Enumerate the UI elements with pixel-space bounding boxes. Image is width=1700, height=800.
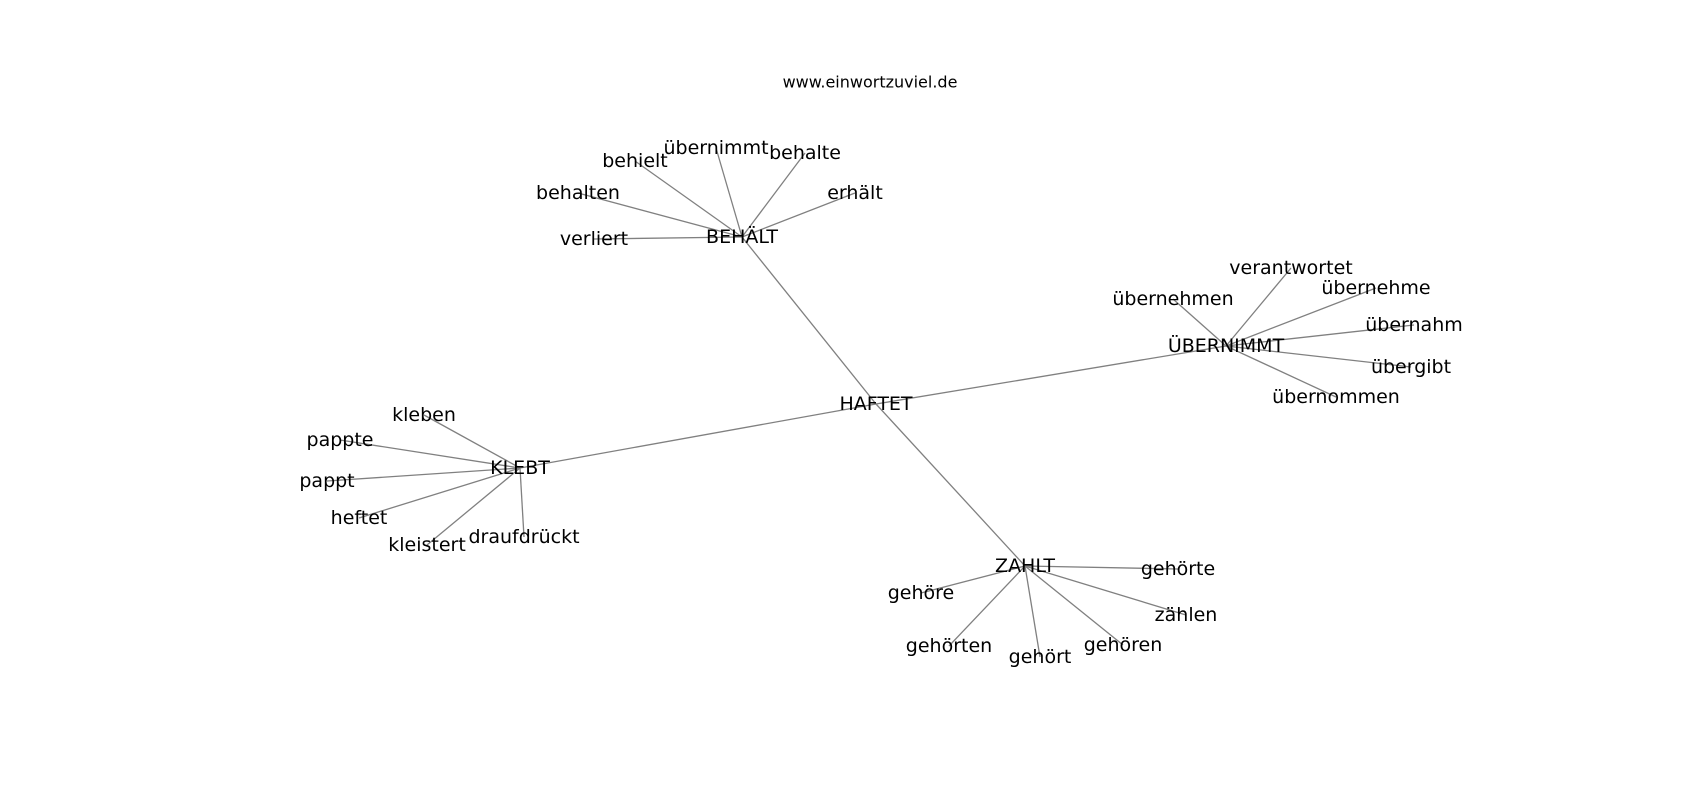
leaf-node-pappte: pappte	[307, 429, 374, 451]
center-node-haftet: HAFTET	[839, 393, 912, 415]
leaf-node-uebernehmen: übernehmen	[1112, 288, 1233, 310]
edge-klebt-pappte	[339, 439, 521, 469]
leaf-node-kleistert: kleistert	[388, 534, 466, 556]
leaf-node-verantwortet: verantwortet	[1229, 257, 1352, 279]
site-title: www.einwortzuviel.de	[783, 73, 958, 92]
leaf-node-uebernommen: übernommen	[1272, 386, 1400, 408]
leaf-node-gehoerte: gehörte	[1141, 558, 1215, 580]
edge-zahlt-gehoere	[920, 565, 1026, 594]
leaf-node-behalten: behalten	[536, 182, 620, 204]
hub-node-zahlt: ZAHLT	[995, 555, 1055, 577]
edge-center-behaelt	[741, 236, 877, 405]
labels-layer: www.einwortzuviel.de HAFTET BEHÄLT verlier…	[299, 73, 1462, 669]
edge-uebernimmt-verantwortet	[1225, 267, 1292, 347]
leaf-node-erhaelt: erhält	[827, 182, 883, 204]
edge-uebernimmt-uebernehmen	[1172, 298, 1227, 347]
edge-behaelt-uebernimmt	[715, 147, 743, 238]
edge-center-zahlt	[875, 403, 1026, 567]
edge-klebt-pappt	[326, 467, 521, 482]
edge-uebernimmt-uebernahm	[1225, 324, 1415, 347]
leaf-node-gehoere: gehöre	[888, 582, 955, 604]
leaf-node-behielt: behielt	[602, 150, 668, 172]
edge-zahlt-gehoeren	[1024, 565, 1124, 646]
leaf-node-gehoeren: gehören	[1084, 634, 1163, 656]
edge-klebt-draufdrueckt	[519, 467, 525, 538]
leaf-node-uebernehme: übernehme	[1321, 277, 1430, 299]
edge-behaelt-behalte	[741, 152, 806, 238]
edge-behaelt-verliert	[593, 236, 743, 240]
leaf-node-uebernahm: übernahm	[1365, 314, 1463, 336]
edge-behaelt-behielt	[634, 160, 743, 238]
edge-zahlt-gehoerte	[1024, 565, 1179, 570]
hub-node-behaelt: BEHÄLT	[706, 225, 778, 248]
edge-behaelt-behalten	[577, 192, 743, 238]
edge-center-klebt	[519, 403, 877, 469]
leaf-node-uebergibt: übergibt	[1371, 356, 1451, 378]
edge-center-uebernimmt	[875, 345, 1227, 405]
leaf-node-kleben: kleben	[392, 404, 456, 426]
edge-zahlt-gehoerten	[948, 565, 1026, 647]
leaf-node-gehoert: gehört	[1009, 646, 1072, 668]
leaf-node-heftet: heftet	[331, 507, 388, 529]
leaf-node-gehoerten: gehörten	[906, 635, 992, 657]
hub-node-klebt: KLEBT	[490, 457, 550, 479]
edge-uebernimmt-uebernehme	[1225, 287, 1377, 347]
edges-layer	[326, 147, 1415, 658]
hub-node-uebernimmt: ÜBERNIMMT	[1168, 334, 1285, 357]
edge-uebernimmt-uebergibt	[1225, 345, 1412, 368]
edge-klebt-kleistert	[426, 467, 521, 546]
edge-klebt-heftet	[358, 467, 521, 519]
edge-behaelt-erhaelt	[741, 192, 856, 238]
edge-zahlt-gehoert	[1024, 565, 1041, 658]
edge-klebt-kleben	[423, 414, 521, 469]
leaf-node-uebernimmt: übernimmt	[663, 137, 768, 159]
leaf-node-behalte: behalte	[769, 142, 841, 164]
edge-uebernimmt-uebernommen	[1225, 345, 1337, 398]
leaf-node-pappt: pappt	[299, 470, 354, 492]
leaf-node-zaehlen: zählen	[1155, 604, 1218, 626]
leaf-node-verliert: verliert	[560, 228, 628, 250]
edge-zahlt-zaehlen	[1024, 565, 1187, 616]
leaf-node-draufdrueckt: draufdrückt	[468, 526, 579, 548]
